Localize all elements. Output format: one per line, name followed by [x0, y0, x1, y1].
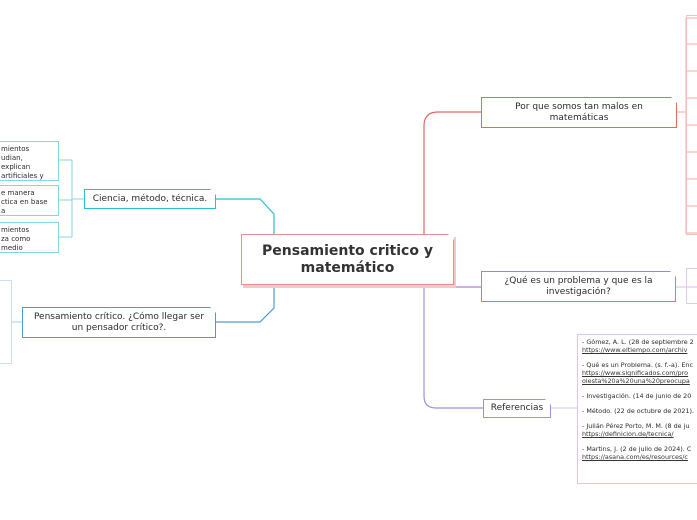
branch-ciencia[interactable]: Ciencia, método, técnica.: [84, 189, 216, 209]
branch-por-que[interactable]: Por que somos tan malos en matemáticas: [481, 97, 677, 128]
pensamiento-child-stub: [0, 280, 12, 364]
reference-link[interactable]: olesta%20a%20una%20preocupa: [582, 377, 690, 385]
por-que-children-stub: [686, 15, 697, 235]
branch-por-que-label: Por que somos tan malos en matemáticas: [515, 101, 643, 123]
reference-entry: - Qué es un Problema. (s. f.-a). Enc htt…: [582, 361, 697, 385]
reference-entry: - Gómez, A. L. (28 de septiembre 2 https…: [582, 338, 697, 354]
central-topic[interactable]: Pensamiento critico y matemático: [241, 234, 454, 285]
branch-pensamiento-label: Pensamiento crítico. ¿Cómo llegar ser un…: [33, 311, 205, 333]
branch-referencias-label: Referencias: [490, 403, 544, 413]
branch-referencias[interactable]: Referencias: [483, 399, 551, 418]
leaf-line: artificiales y: [1, 172, 44, 180]
branch-problema-label: ¿Qué es un problema y que es la investig…: [504, 275, 653, 297]
problema-child-stub: [686, 268, 697, 304]
connector-por-que: [423, 111, 481, 234]
leaf-line: e manera: [1, 189, 35, 197]
connector-pensamiento: [216, 285, 275, 323]
reference-text: - Julián Pérez Porto, M. M. (8 de ju: [582, 422, 690, 430]
reference-link[interactable]: https://www.eltiempo.com/archiv: [582, 346, 688, 354]
reference-entry: - Julián Pérez Porto, M. M. (8 de ju htt…: [582, 422, 697, 438]
reference-link[interactable]: https://asana.com/es/resources/c: [582, 453, 688, 461]
reference-entry: - Método. (22 de octubre de 2021).: [582, 407, 697, 415]
reference-text: - Método. (22 de octubre de 2021).: [582, 407, 695, 415]
central-topic-label: Pensamiento critico y matemático: [262, 242, 433, 276]
ciencia-leaf[interactable]: mientos za como medio: [0, 222, 59, 253]
reference-entry: - Investigación. (14 de junio de 20: [582, 392, 697, 400]
branch-pensamiento[interactable]: Pensamiento crítico. ¿Cómo llegar ser un…: [22, 307, 216, 338]
reference-text: - Martins, J. (2 de julio de 2024). C: [582, 445, 692, 453]
reference-text: - Qué es un Problema. (s. f.-a). Enc: [582, 361, 693, 369]
reference-link[interactable]: https://www.significados.com/pro: [582, 369, 689, 377]
references-box[interactable]: - Gómez, A. L. (28 de septiembre 2 https…: [577, 334, 697, 484]
ciencia-leaf[interactable]: mientos udian, explican artificiales y: [0, 141, 59, 181]
reference-text: - Gómez, A. L. (28 de septiembre 2: [582, 338, 694, 346]
connector-ciencia-children: [59, 159, 84, 238]
connector-problema: [423, 285, 481, 288]
reference-text: - Investigación. (14 de junio de 20: [582, 392, 692, 400]
leaf-line: ctica en base a: [1, 198, 48, 215]
leaf-line: mientos: [1, 226, 30, 234]
connector-referencias: [423, 285, 483, 409]
ciencia-leaf[interactable]: e manera ctica en base a: [0, 185, 59, 216]
reference-entry: - Martins, J. (2 de julio de 2024). C ht…: [582, 445, 697, 461]
reference-link[interactable]: https://definicion.de/tecnica/: [582, 430, 674, 438]
leaf-line: za como medio: [1, 235, 31, 252]
leaf-line: mientos: [1, 145, 30, 153]
branch-problema[interactable]: ¿Qué es un problema y que es la investig…: [481, 271, 676, 302]
branch-ciencia-label: Ciencia, método, técnica.: [92, 193, 208, 204]
leaf-line: udian, explican: [1, 154, 31, 171]
connector-ciencia: [216, 198, 275, 234]
